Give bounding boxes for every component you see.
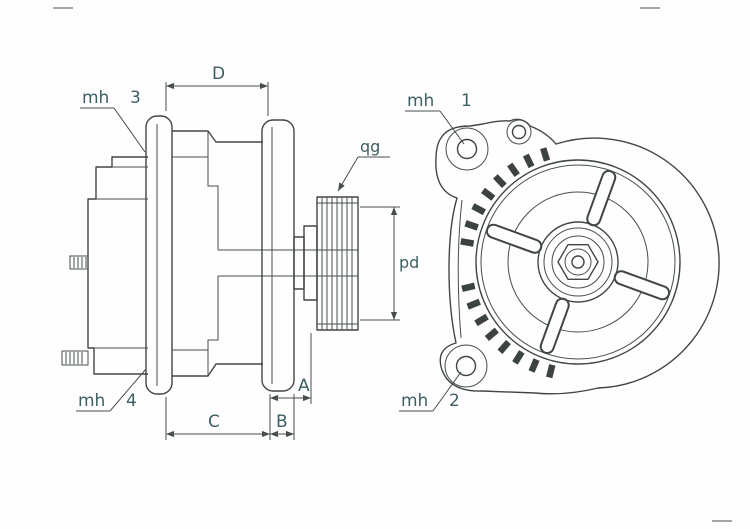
rear-housing xyxy=(87,156,148,375)
mounting-hole-top xyxy=(445,127,489,171)
rear-bracket-plate xyxy=(145,115,173,395)
terminal-stud-bottom xyxy=(61,350,89,366)
callout-mh2-number: 2 xyxy=(449,391,460,411)
callout-qg: qg xyxy=(337,137,390,192)
dimension-b-label: B xyxy=(276,412,288,432)
dimension-a-label: A xyxy=(298,376,310,396)
dimension-pd-label: pd xyxy=(399,253,419,272)
stator-body xyxy=(172,130,358,377)
callout-mh1-prefix: mh xyxy=(407,91,434,111)
callout-mh1-number: 1 xyxy=(461,91,472,111)
callout-mh3-number: 3 xyxy=(130,88,141,108)
front-view xyxy=(435,118,720,395)
callout-mh2-prefix: mh xyxy=(401,391,428,411)
vent-slots-upper xyxy=(460,147,551,247)
dimension-d-label: D xyxy=(212,64,225,84)
callout-mh-3: mh 3 xyxy=(80,88,146,153)
dimension-pd: pd xyxy=(360,206,419,321)
dimension-c: C xyxy=(165,394,271,440)
mounting-hole-small-top xyxy=(506,119,532,145)
vent-slots-lower xyxy=(461,282,556,379)
shaft-nut xyxy=(557,243,599,280)
pulley-side xyxy=(316,196,359,331)
side-view xyxy=(61,115,359,395)
pulley-front xyxy=(475,159,681,365)
registration-marks xyxy=(53,7,732,522)
callout-mh4-number: 4 xyxy=(126,391,137,411)
callout-mh-2: mh 2 xyxy=(399,371,462,412)
shaft-collar xyxy=(293,225,318,301)
dimension-d: D xyxy=(165,64,269,116)
dimension-b: B xyxy=(270,394,295,440)
terminal-stud-top xyxy=(69,255,89,270)
dimension-a: A xyxy=(270,333,312,404)
callout-qg-label: qg xyxy=(360,137,380,156)
callout-mh3-prefix: mh xyxy=(82,88,109,108)
housing-inner-rib xyxy=(457,199,463,339)
dimension-c-label: C xyxy=(208,412,220,432)
front-housing-outline xyxy=(435,118,720,395)
drive-bracket-plate xyxy=(261,119,295,392)
mounting-hole-bottom xyxy=(444,344,488,388)
pulley-spoke-slots xyxy=(485,169,671,355)
callout-mh4-prefix: mh xyxy=(78,391,105,411)
callout-mh-1: mh 1 xyxy=(405,91,472,145)
callout-mh-4: mh 4 xyxy=(76,368,147,412)
